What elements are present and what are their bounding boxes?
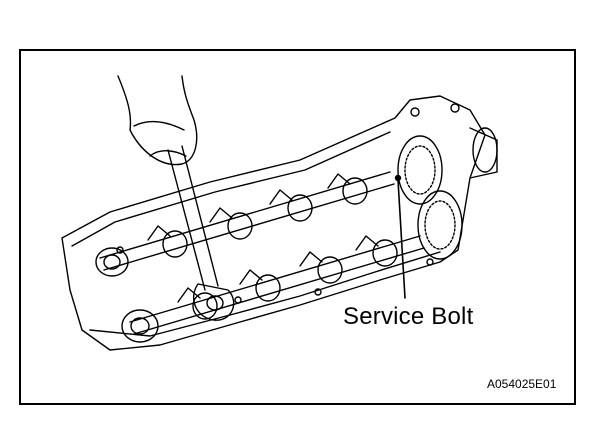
service-bolt-leader-line xyxy=(394,174,406,299)
figure-frame xyxy=(19,49,576,405)
hand xyxy=(117,75,198,166)
cylinder-head xyxy=(61,95,486,351)
figure-code: A054025E01 xyxy=(487,377,557,391)
upper-camshaft xyxy=(95,171,395,277)
service-bolt-label: Service Bolt xyxy=(343,303,474,330)
lower-camshaft xyxy=(121,235,425,343)
wrench xyxy=(167,145,235,321)
camshaft-gears xyxy=(397,103,498,260)
